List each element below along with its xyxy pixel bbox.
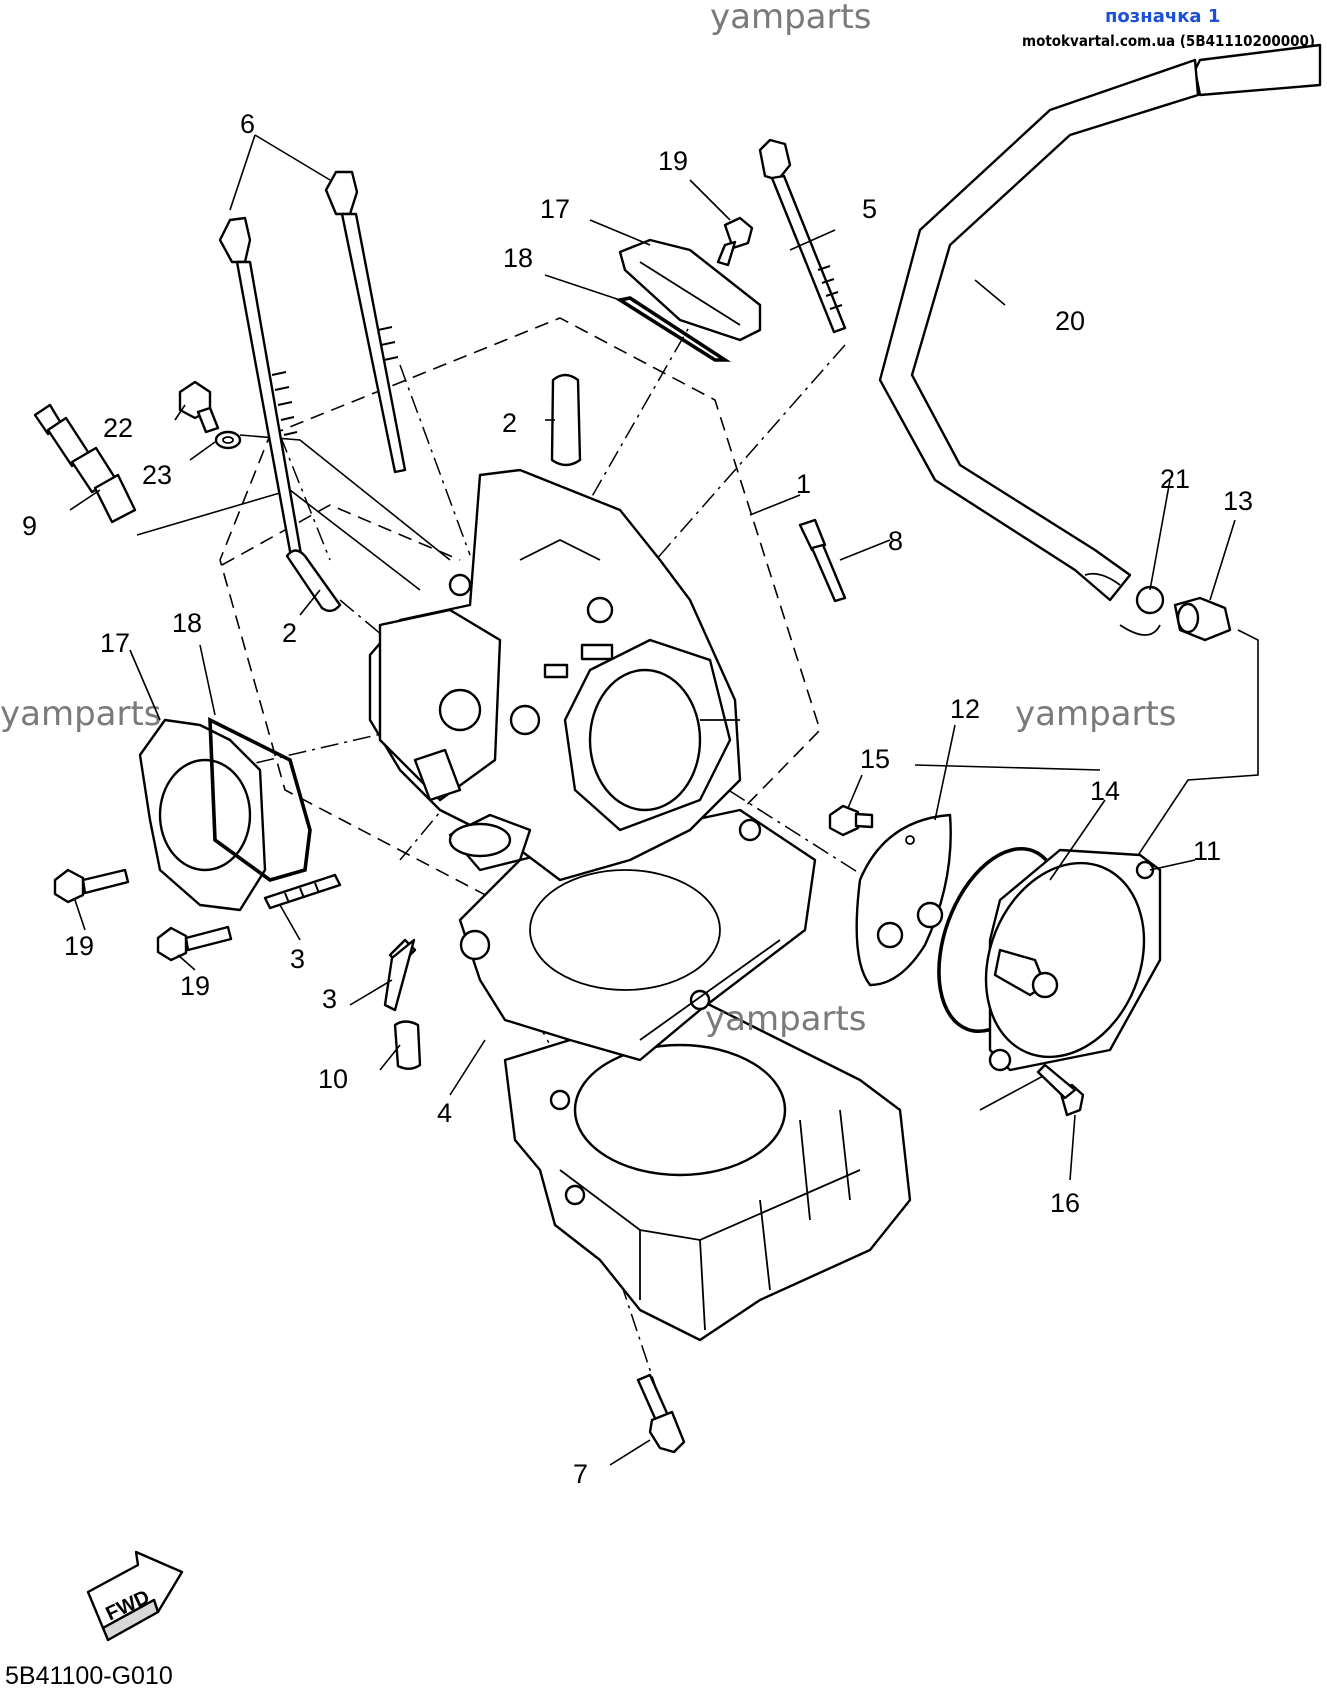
plate-bolt [828, 804, 874, 837]
callout-13: 13 [1223, 486, 1253, 516]
tappet-gasket-top [615, 296, 732, 362]
dowel-pin [550, 373, 582, 467]
callout-20: 20 [1055, 306, 1085, 336]
callout-18: 18 [503, 243, 533, 273]
stud [263, 873, 342, 910]
callout-5: 5 [862, 194, 877, 224]
tappet-cover-side [138, 718, 267, 912]
callout-labels: 1 2 2 3 3 4 5 6 7 8 9 10 11 12 13 14 15 … [22, 109, 1253, 1489]
cylinder-block [503, 998, 912, 1342]
callout-1: 1 [796, 469, 811, 499]
breather-hose [878, 43, 1322, 602]
block-bolt [636, 1373, 686, 1454]
diagram-code: 5B41100-G010 [5, 1662, 173, 1690]
callout-9: 9 [22, 511, 37, 541]
callout-17: 17 [100, 628, 130, 658]
callout-18: 18 [172, 608, 202, 638]
spark-plug [33, 403, 137, 524]
callout-leaders [69, 134, 1236, 1466]
dowel [393, 1020, 422, 1070]
head-stud-bolt [218, 216, 304, 564]
cover-bolt [1036, 1063, 1085, 1117]
callout-7: 7 [573, 1459, 588, 1489]
callout-3: 3 [322, 984, 337, 1014]
socket-bolt [798, 518, 847, 603]
breather-cover [984, 848, 1162, 1072]
dowel-pin [285, 549, 342, 613]
leader-lines [136, 307, 1259, 1401]
cover-bolt-top [716, 216, 754, 267]
separator-plate [855, 813, 952, 987]
callout-19: 19 [180, 971, 210, 1001]
callout-2: 2 [502, 408, 517, 438]
watermark-top: yamparts [710, 0, 872, 37]
cover-bolt-side [156, 925, 233, 962]
watermark-right: yamparts [1015, 694, 1177, 734]
callout-12: 12 [950, 694, 980, 724]
cover-bolt-side [53, 868, 130, 904]
cylinder-head [368, 468, 742, 882]
callout-19: 19 [64, 931, 94, 961]
stud [383, 938, 417, 1012]
callout-3: 3 [290, 944, 305, 974]
tappet-cover-top [618, 238, 762, 342]
callout-6: 6 [240, 109, 255, 139]
plug-washer [214, 430, 242, 450]
callout-8: 8 [888, 526, 903, 556]
callout-4: 4 [437, 1098, 452, 1128]
hose-joint [1173, 596, 1232, 642]
tappet-gasket-side [208, 717, 312, 882]
watermark-left: yamparts [0, 694, 162, 734]
callout-15: 15 [860, 744, 890, 774]
callout-17: 17 [540, 194, 570, 224]
source-label[interactable]: motokvartal.com.ua (5B41110200000) [1022, 32, 1315, 50]
callout-2: 2 [282, 618, 297, 648]
watermark-center: yamparts [705, 999, 867, 1039]
head-stud-bolt [324, 170, 407, 474]
cylinder-bolt [758, 138, 847, 334]
callout-22: 22 [103, 413, 133, 443]
bookmark-label[interactable]: позначка 1 [1105, 6, 1220, 27]
plug-bolt [178, 380, 220, 434]
callout-23: 23 [142, 460, 172, 490]
fwd-arrow-icon: FWD [86, 1550, 184, 1642]
callout-16: 16 [1050, 1188, 1080, 1218]
callout-10: 10 [318, 1064, 348, 1094]
callout-14: 14 [1090, 776, 1120, 806]
callout-11: 11 [1193, 836, 1221, 866]
callout-21: 21 [1160, 464, 1190, 494]
callout-19: 19 [658, 146, 688, 176]
hose-clamp [1119, 585, 1165, 636]
